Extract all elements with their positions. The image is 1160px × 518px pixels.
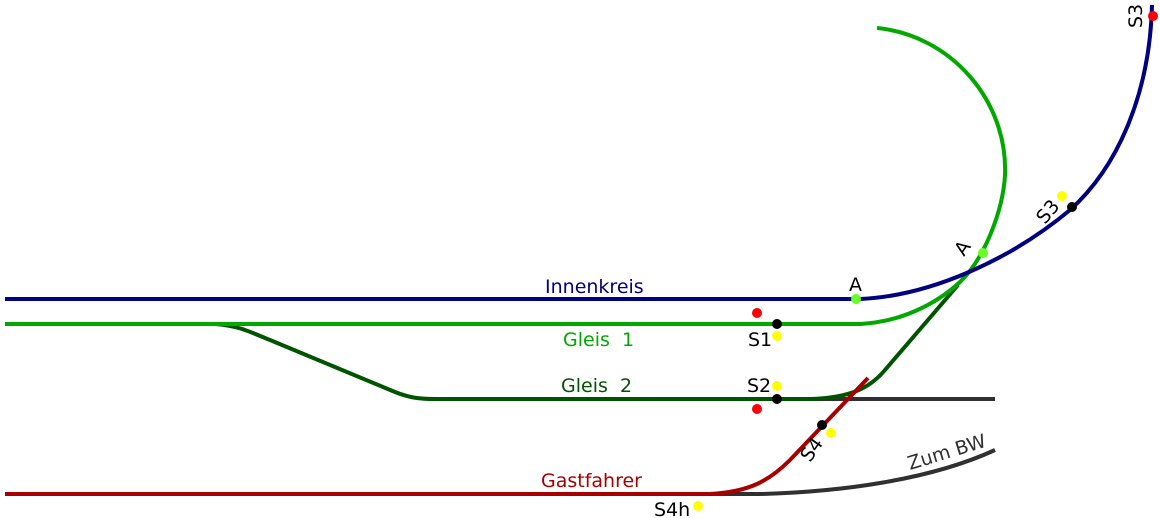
label-gastfahrer: Gastfahrer: [541, 470, 642, 492]
signal-s4h-yellow-light: [693, 501, 703, 511]
signal-s3-yellow-light: [1057, 191, 1067, 201]
label-signal-s3: S3: [1032, 196, 1064, 229]
label-signal-s4h: S4h: [654, 499, 690, 518]
track-zum-bw: [710, 448, 996, 496]
signal-s1-yellow-light: [772, 331, 782, 341]
track-gleis-1: [5, 26, 1008, 326]
marker-a-innenkreis[interactable]: [851, 294, 861, 304]
signal-s1-red-light: [752, 308, 762, 318]
marker-a-gleis-1[interactable]: [978, 248, 988, 258]
label-signal-s3-top: S3: [1125, 4, 1147, 28]
signal-s4-yellow-light: [826, 428, 836, 438]
label-gleis-1: Gleis 1: [563, 329, 634, 351]
signal-s3-top-red-light: [1148, 11, 1158, 21]
label-marker-a-innenkreis: A: [849, 274, 862, 296]
track-gleis-2: [214, 283, 960, 401]
label-gleis-2: Gleis 2: [561, 375, 632, 397]
signal-s2-red-light: [752, 404, 762, 414]
label-innenkreis: Innenkreis: [545, 276, 644, 298]
label-signal-s1: S1: [748, 329, 772, 351]
signal-s4-mast[interactable]: [817, 420, 827, 430]
signal-s2-mast[interactable]: [772, 394, 782, 404]
label-signal-s4: S4: [796, 433, 828, 465]
track-gastfahrer: [5, 376, 870, 496]
signal-s3-mast[interactable]: [1067, 202, 1077, 212]
signal-s1-mast[interactable]: [772, 319, 782, 329]
signal-s2-yellow-light: [772, 381, 782, 391]
label-signal-s2: S2: [747, 375, 771, 397]
label-marker-a-gleis-1: A: [950, 237, 975, 260]
